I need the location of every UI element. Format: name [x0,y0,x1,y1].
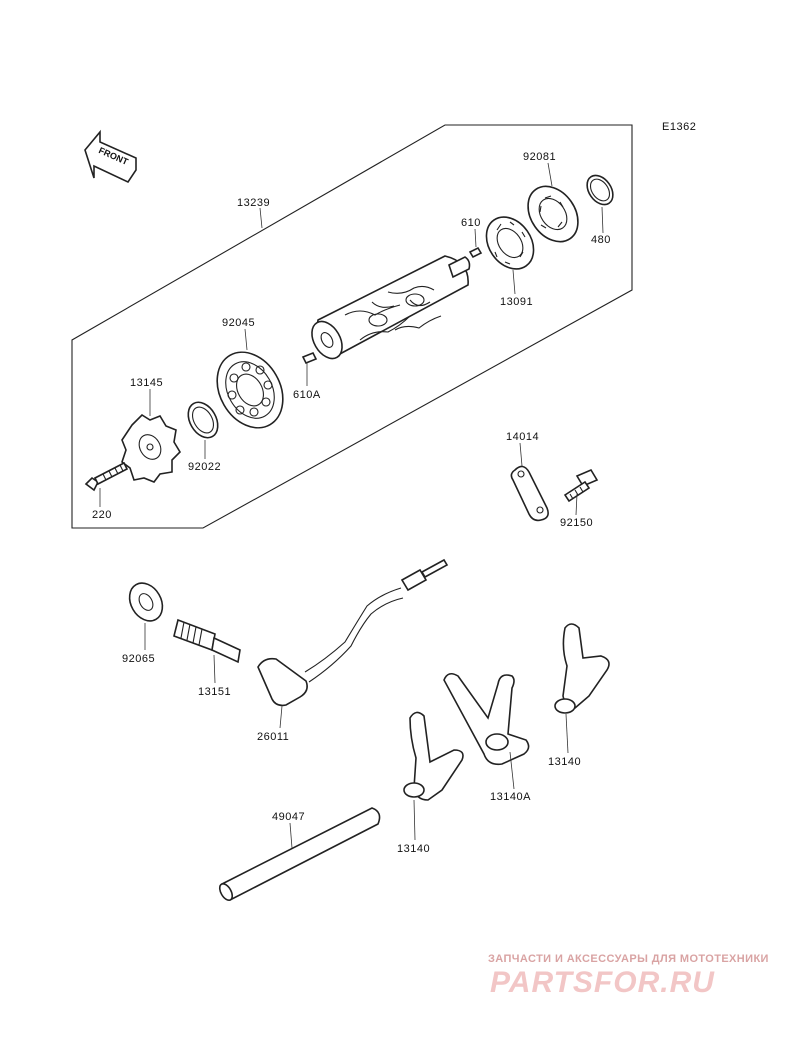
label-13239: 13239 [237,197,270,209]
part-92022-ring [187,401,219,439]
label-13151: 13151 [198,686,231,698]
label-13091: 13091 [500,296,533,308]
label-480: 480 [591,234,611,246]
part-480-circlip [586,174,614,206]
part-13140-fork-left [403,711,464,801]
part-14014-plate [510,465,549,522]
part-13151-switch [173,618,241,664]
watermark-line1: ЗАПЧАСТИ И АКСЕССУАРЫ ДЛЯ МОТОТЕХНИКИ [488,953,769,965]
part-26011-lead-wire [257,558,449,707]
part-13140A-fork-middle [443,672,530,766]
label-14014: 14014 [506,431,539,443]
front-arrow-icon: FRONT [84,129,137,184]
label-13140-right: 13140 [548,756,581,768]
part-92045-bearing [216,351,284,429]
label-92150: 92150 [560,517,593,529]
label-92065: 92065 [122,653,155,665]
part-92065-washer [128,582,164,622]
watermark-line2: PARTSFOR.RU [490,966,715,999]
part-610A-pin [301,351,318,365]
label-610A: 610A [293,389,321,401]
part-220-screw [84,461,129,492]
part-92081-plate [527,185,579,243]
part-shift-drum [311,255,471,360]
label-220: 220 [92,509,112,521]
label-49047: 49047 [272,811,305,823]
label-92045: 92045 [222,317,255,329]
label-13140-left: 13140 [397,843,430,855]
diagram-code: E1362 [662,121,696,133]
part-49047-shaft [218,807,381,901]
label-92022: 92022 [188,461,221,473]
part-13091-star-plate [485,216,535,270]
part-13145-star-cam [121,413,182,483]
part-92150-bolt [563,468,599,503]
part-13140-fork-right [554,623,610,714]
label-26011: 26011 [257,731,289,743]
label-13140A: 13140A [490,791,531,803]
label-13145: 13145 [130,377,163,389]
label-610: 610 [461,217,481,229]
label-92081: 92081 [523,151,556,163]
part-610-pin [468,246,483,259]
assembly-frame [71,124,633,529]
